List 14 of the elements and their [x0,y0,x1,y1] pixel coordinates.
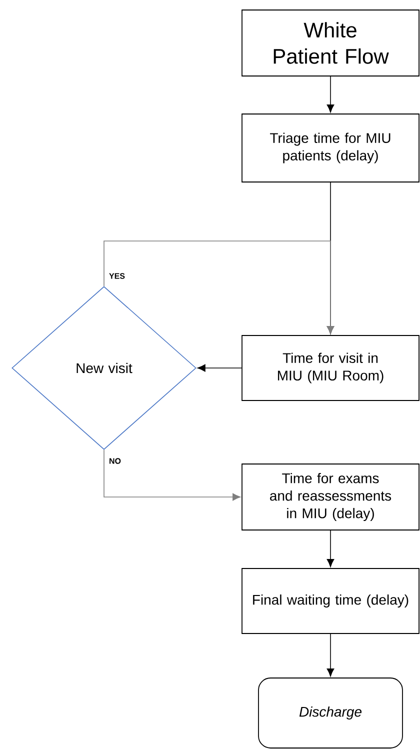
arrow [326,530,334,568]
arrow [104,240,334,334]
arrow [104,450,241,501]
arrow [326,76,334,113]
arrow [326,634,334,677]
arrow [197,364,242,372]
process-box: Time for exams and reassessments in MIU (delay) [242,464,420,530]
process-box: Time for visit in MIU (MIU Room) [242,335,420,401]
edge-label: NO [108,457,122,465]
terminal-box: Discharge [258,678,403,748]
edge-label: YES [108,272,126,280]
process-box: Final waiting time (delay) [242,568,420,634]
process-box: White Patient Flow [242,10,420,76]
process-box: Triage time for MIU patients (delay) [242,114,420,182]
